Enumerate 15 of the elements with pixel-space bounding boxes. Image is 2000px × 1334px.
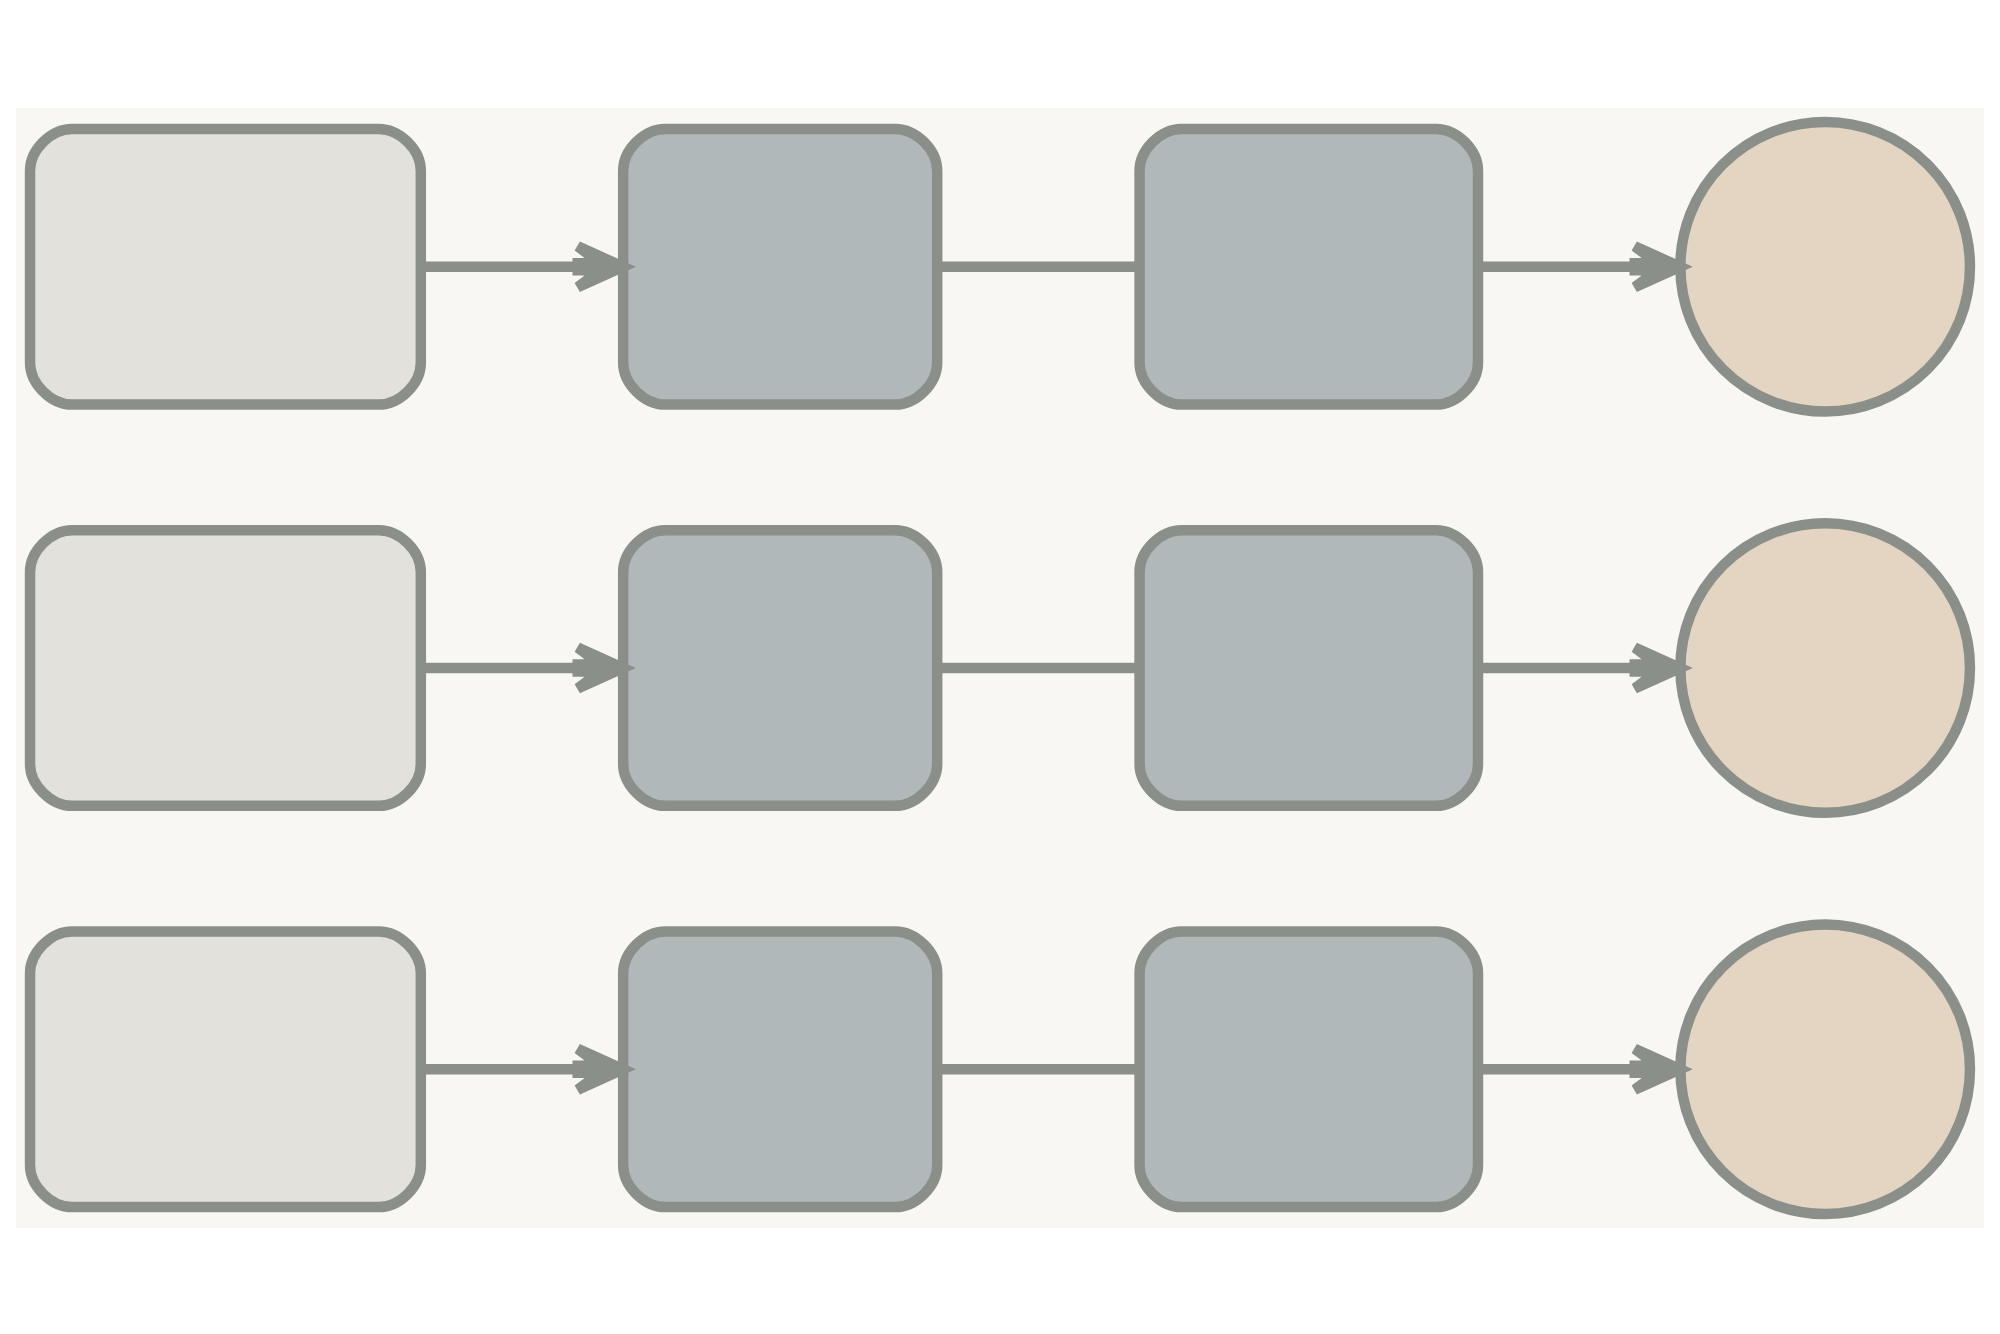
node-box (1134, 925, 1484, 1212)
node-circle (1675, 516, 1976, 818)
node-box (617, 122, 943, 409)
node-box (24, 523, 427, 811)
node-circle (1675, 115, 1976, 416)
connector (937, 661, 1140, 673)
connector (937, 260, 1140, 271)
node-box (1134, 523, 1484, 811)
node-box (617, 925, 943, 1212)
node-box (617, 523, 943, 811)
node-box (1134, 122, 1484, 409)
connector (937, 1063, 1140, 1074)
node-circle (1675, 918, 1976, 1219)
node-box (24, 122, 427, 409)
node-box (24, 925, 427, 1212)
